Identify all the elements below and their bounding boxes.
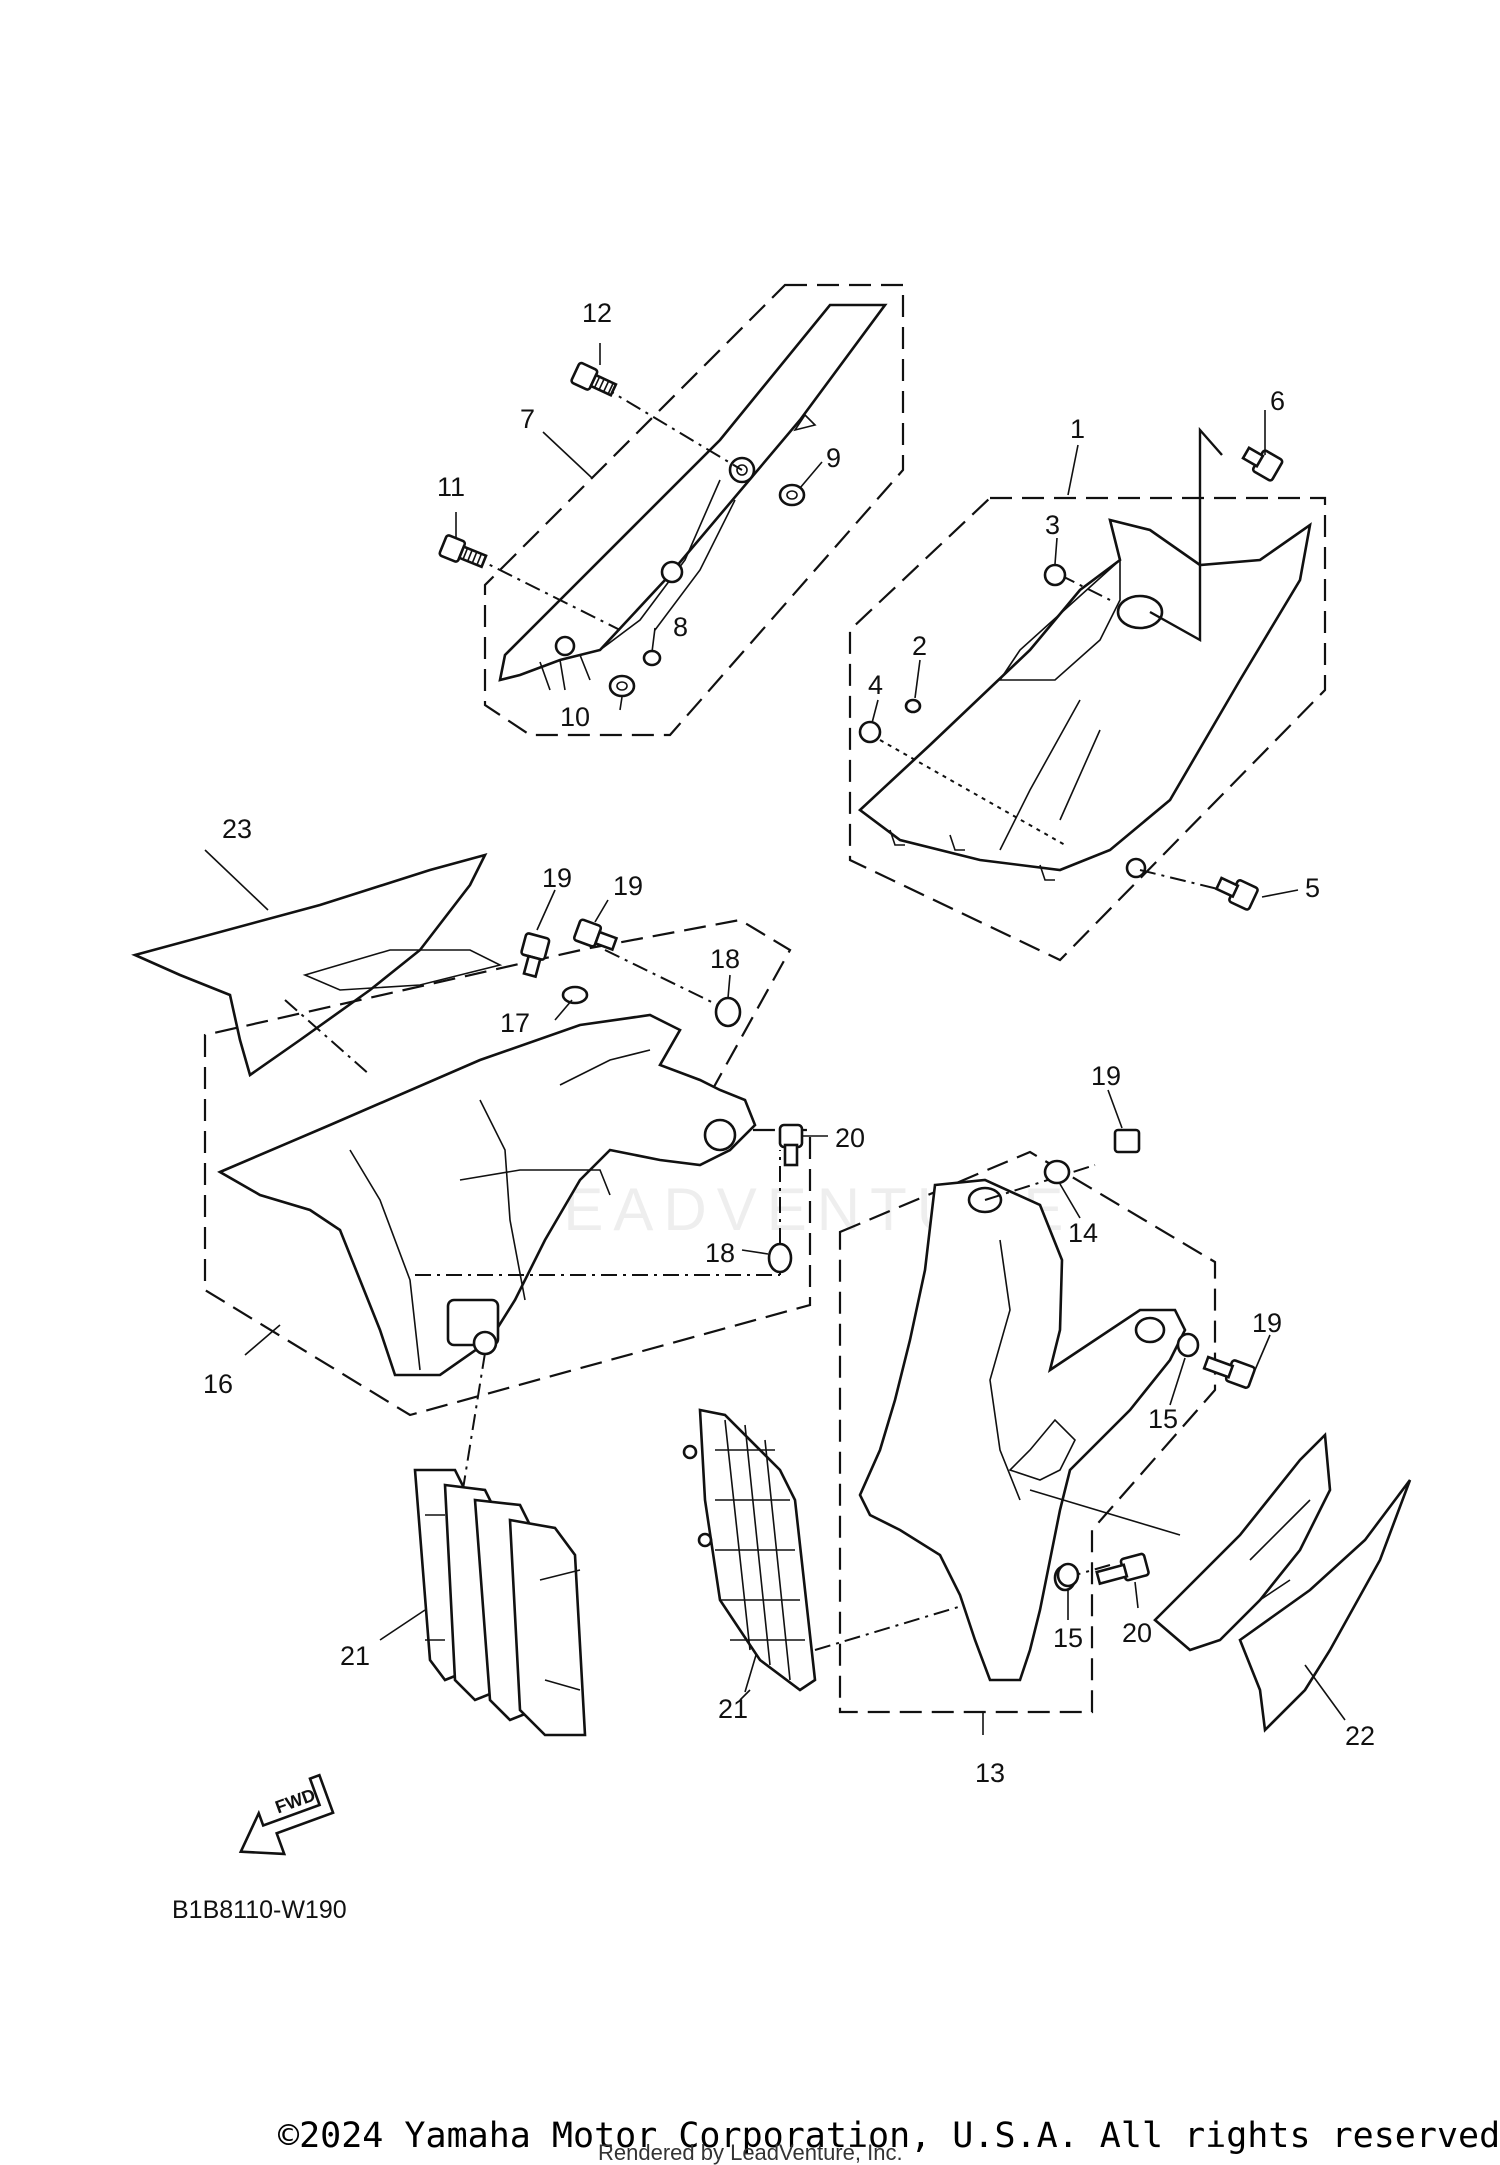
shroud-left-group <box>203 918 812 1521</box>
collar-18-upper <box>714 996 742 1028</box>
grommet-2 <box>904 698 922 714</box>
bolt-19-mid <box>572 918 619 952</box>
callout-16: 16 <box>203 1369 233 1399</box>
callout-15-upper: 15 <box>1148 1404 1178 1434</box>
side-cover-right-group <box>848 426 1327 962</box>
callout-6: 6 <box>1270 386 1285 416</box>
callout-19-b: 19 <box>613 871 643 901</box>
bolt-19-right-top <box>1113 1128 1141 1154</box>
collar-10 <box>608 674 636 698</box>
callout-8: 8 <box>673 612 688 642</box>
callout-23: 23 <box>222 814 252 844</box>
callout-20-upper: 20 <box>835 1123 865 1153</box>
bolt-19-left <box>520 932 551 979</box>
radiator-guard-21-right <box>682 1408 817 1692</box>
callout-22: 22 <box>1345 1721 1375 1751</box>
callout-14: 14 <box>1068 1218 1098 1248</box>
decal-23 <box>131 852 488 1078</box>
clip-17 <box>561 985 589 1005</box>
callout-10: 10 <box>560 702 590 732</box>
forward-arrow-icon: FWD <box>238 1773 335 1856</box>
side-cover-1-part <box>857 518 1312 872</box>
callout-21-right: 21 <box>718 1694 748 1724</box>
callout-5: 5 <box>1305 873 1320 903</box>
rendered-by-notice: Rendered by LeadVenture, Inc. <box>598 2140 903 2165</box>
bolt-6 <box>1241 446 1284 482</box>
side-cover-part <box>498 303 888 682</box>
callout-17: 17 <box>500 1008 530 1038</box>
copyright-notice: ©2024 Yamaha Motor Corporation, U.S.A. A… <box>278 2116 1500 2156</box>
callout-4: 4 <box>868 670 883 700</box>
grommet-8 <box>642 649 662 667</box>
shroud-16-part <box>217 1013 757 1377</box>
callout-19-a: 19 <box>542 863 572 893</box>
callout-1: 1 <box>1070 414 1085 444</box>
decal-22 <box>1153 1432 1412 1733</box>
bolt-20-left <box>778 1123 804 1167</box>
callout-3: 3 <box>1045 510 1060 540</box>
callout-20-lower: 20 <box>1122 1618 1152 1648</box>
shroud-13-part <box>858 1178 1187 1682</box>
diagram-code: B1B8110-W190 <box>172 1896 347 1924</box>
callout-19-d: 19 <box>1252 1308 1282 1338</box>
collar-18-lower <box>767 1242 793 1274</box>
callout-19-c: 19 <box>1091 1061 1121 1091</box>
grommet-3 <box>1043 563 1067 587</box>
bolt-20-right <box>1095 1552 1150 1586</box>
callout-2: 2 <box>912 631 927 661</box>
group-16-boundary <box>203 918 812 1417</box>
group-7-boundary <box>483 283 905 737</box>
callout-labels: 1 2 3 4 5 6 7 8 9 10 11 12 13 14 15 15 1… <box>203 298 1375 1788</box>
callout-21-left: 21 <box>340 1641 370 1671</box>
washer-15-upper <box>1176 1332 1200 1358</box>
washer-9 <box>778 483 806 507</box>
group-1-boundary <box>848 496 1327 962</box>
bolt-5 <box>1214 876 1259 911</box>
side-cover-upper-group <box>469 283 905 737</box>
washer-14 <box>1043 1159 1071 1185</box>
callout-15-lower: 15 <box>1053 1623 1083 1653</box>
callout-18-lower: 18 <box>705 1238 735 1268</box>
callout-12: 12 <box>582 298 612 328</box>
callout-11: 11 <box>437 472 465 502</box>
washer-15-lower <box>1056 1562 1080 1588</box>
bolt-19-right-mid <box>1202 1355 1256 1389</box>
radiator-guard-21-left <box>413 1468 587 1737</box>
bolt-12 <box>570 361 618 397</box>
callout-7: 7 <box>520 404 535 434</box>
grommet-4 <box>858 720 882 744</box>
leader-lines <box>244 343 1346 1735</box>
bolt-11 <box>438 534 488 569</box>
callout-18-upper: 18 <box>710 944 740 974</box>
callout-13: 13 <box>975 1758 1005 1788</box>
callout-9: 9 <box>826 443 841 473</box>
